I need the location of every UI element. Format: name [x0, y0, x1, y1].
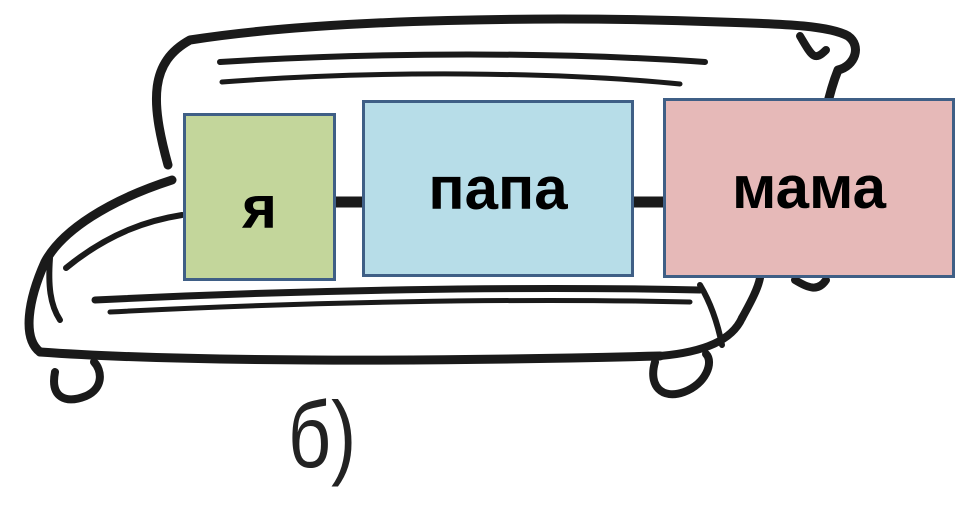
figure-caption: б) [288, 382, 357, 487]
word-card-mama: мама [663, 98, 955, 278]
word-card-ya: я [183, 113, 336, 281]
word-card-label: я [241, 174, 277, 241]
word-card-label: мама [732, 154, 886, 221]
word-card-label: папа [428, 154, 568, 222]
word-card-papa: папа [362, 100, 634, 277]
